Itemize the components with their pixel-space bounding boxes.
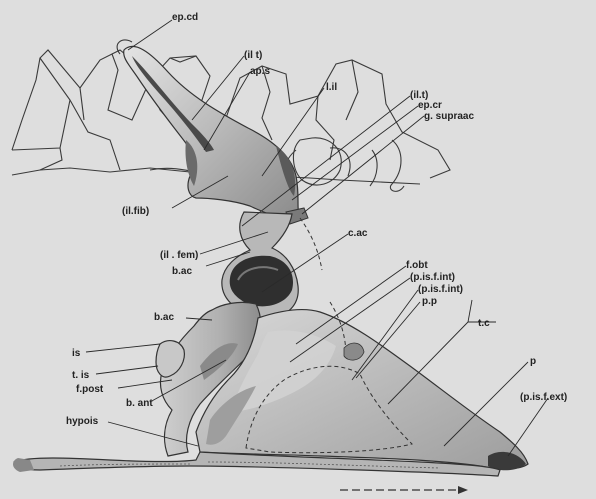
label-p-p: p.p bbox=[422, 296, 437, 307]
label-is: is bbox=[72, 348, 81, 359]
label-f-post: f.post bbox=[76, 384, 104, 395]
label-il-fib: (il.fib) bbox=[122, 206, 149, 217]
label-b-ant: b. ant bbox=[126, 398, 153, 409]
label-ep-cr: ep.cr bbox=[418, 100, 442, 111]
label-il-t-top: (il t) bbox=[244, 50, 262, 61]
label-ap-s: ap.s bbox=[250, 66, 270, 77]
label-b-ac-mid: b.ac bbox=[154, 312, 174, 323]
label-l-il: l.il bbox=[326, 82, 337, 93]
label-p: p bbox=[530, 356, 536, 367]
label-c-ac: c.ac bbox=[348, 228, 368, 239]
label-ep-cd: ep.cd bbox=[172, 12, 198, 23]
label-p-is-f-int-1: (p.is.f.int) bbox=[410, 272, 455, 283]
label-b-ac-top: b.ac bbox=[172, 266, 192, 277]
label-il-fem: (il . fem) bbox=[160, 250, 198, 261]
label-t-c: t.c bbox=[478, 318, 490, 329]
label-t-is: t. is bbox=[72, 370, 90, 381]
label-p-is-f-int-2: (p.is.f.int) bbox=[418, 284, 463, 295]
label-p-is-f-ext: (p.is.f.ext) bbox=[520, 392, 567, 403]
label-g-supraac: g. supraac bbox=[424, 111, 474, 122]
label-f-obt: f.obt bbox=[406, 260, 428, 271]
label-hypois: hypois bbox=[66, 416, 99, 427]
